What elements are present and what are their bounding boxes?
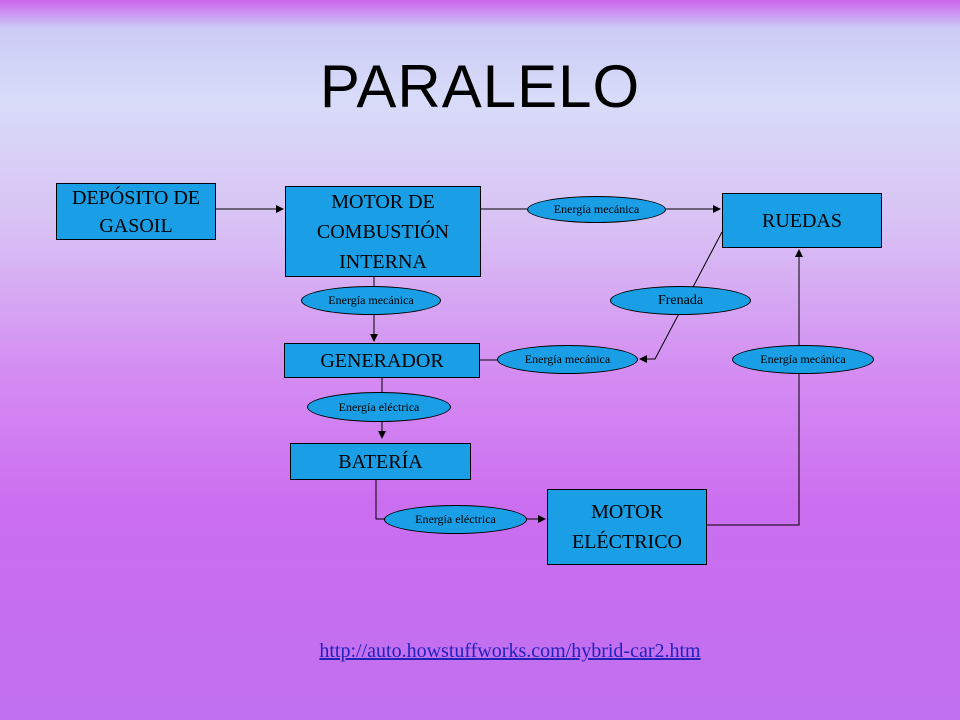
energia-mecanica-top-label: Energía mecánica (527, 196, 666, 223)
arrow-motor-electrico-ruedas (707, 249, 803, 526)
frenada-label: Frenada (610, 286, 751, 315)
deposito-gasoil-box: DEPÓSITO DE GASOIL (56, 183, 216, 240)
energia-mecanica-left-label: Energía mecánica (301, 286, 441, 315)
slide-title: PARALELO (319, 53, 641, 120)
motor-combustion-box: MOTOR DE COMBUSTIÓN INTERNA (285, 186, 481, 277)
generador-box: GENERADOR (284, 343, 480, 378)
motor-electrico-box: MOTOR ELÉCTRICO (547, 489, 707, 565)
ruedas-box: RUEDAS (722, 193, 882, 248)
energia-mecanica-mid-label: Energía mecánica (497, 345, 638, 374)
energia-mecanica-right-label: Energía mecánica (732, 345, 874, 374)
energia-electrica-bat-label: Energía eléctrica (384, 505, 527, 534)
energia-electrica-gen-label: Energía eléctrica (307, 392, 451, 422)
bateria-box: BATERÍA (290, 443, 471, 480)
arrow-ruedas-frenada (639, 231, 723, 363)
source-link[interactable]: http://auto.howstuffworks.com/hybrid-car… (319, 640, 701, 662)
